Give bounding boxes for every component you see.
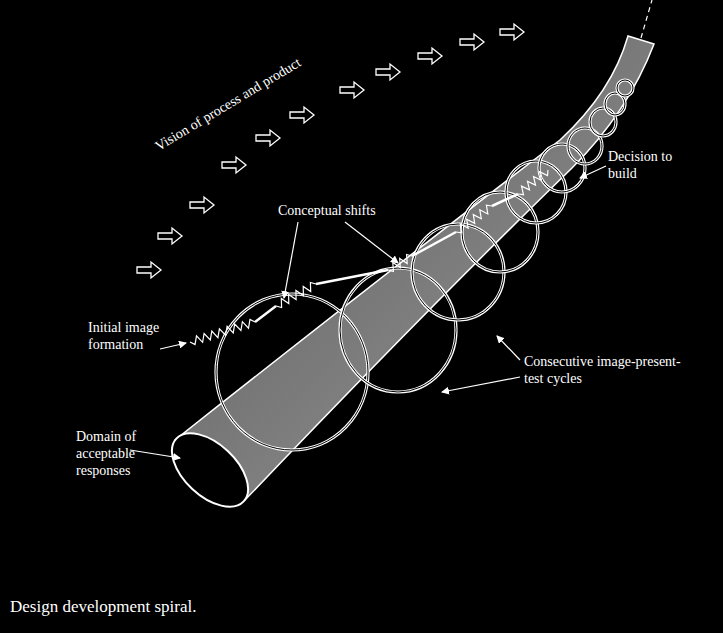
test-cycle-ring (462, 192, 538, 272)
domain-tube (175, 36, 654, 500)
vision-arrow (256, 130, 280, 146)
vision-arrow (460, 34, 484, 50)
test-cycle-ring (590, 108, 616, 136)
vision-arrow (190, 197, 214, 213)
spiral-path (255, 306, 276, 322)
figure-caption: Design development spiral. (10, 598, 197, 615)
test-cycle-ring-inner (539, 144, 585, 192)
conceptual-shift-zigzag (190, 319, 255, 344)
vision-label: Vision of process and product (152, 54, 304, 155)
spiral-path (412, 232, 456, 256)
spiral-path (316, 270, 388, 284)
cycles-label: Consecutive image-present-test cycles (524, 353, 684, 387)
vision-arrow (418, 48, 442, 64)
test-cycle-ring (340, 268, 456, 392)
test-cycle-ring-inner (216, 294, 368, 450)
vision-arrow (376, 64, 400, 80)
conceptual-shift-zigzag (388, 255, 412, 272)
vision-arrow (158, 228, 182, 244)
conceptual-shift-zigzag (456, 205, 492, 233)
conceptual-shift-zigzag (518, 170, 548, 195)
test-cycle-ring-inner (462, 192, 538, 272)
shift-label: Conceptual shifts (278, 202, 408, 219)
vision-arrow (222, 157, 246, 173)
vision-arrow (340, 82, 364, 98)
test-cycle-ring-inner (590, 108, 616, 136)
tube-continuation (641, 0, 652, 38)
test-cycle-ring (539, 144, 585, 192)
domain-label: Domain of acceptable responses (76, 428, 146, 479)
spiral-path (492, 194, 518, 206)
test-cycle-ring-inner (617, 80, 633, 96)
vision-arrow (137, 262, 161, 278)
initial-label: Initial image formation (88, 319, 160, 353)
test-cycle-ring (617, 80, 633, 96)
decision-label: Decision to build (608, 148, 678, 182)
test-cycle-ring-inner (340, 268, 456, 392)
vision-arrow (500, 24, 524, 40)
vision-arrow (290, 107, 314, 123)
leader-lines (130, 166, 606, 458)
conceptual-shift-zigzag (276, 283, 316, 308)
test-cycle-ring (216, 294, 368, 450)
